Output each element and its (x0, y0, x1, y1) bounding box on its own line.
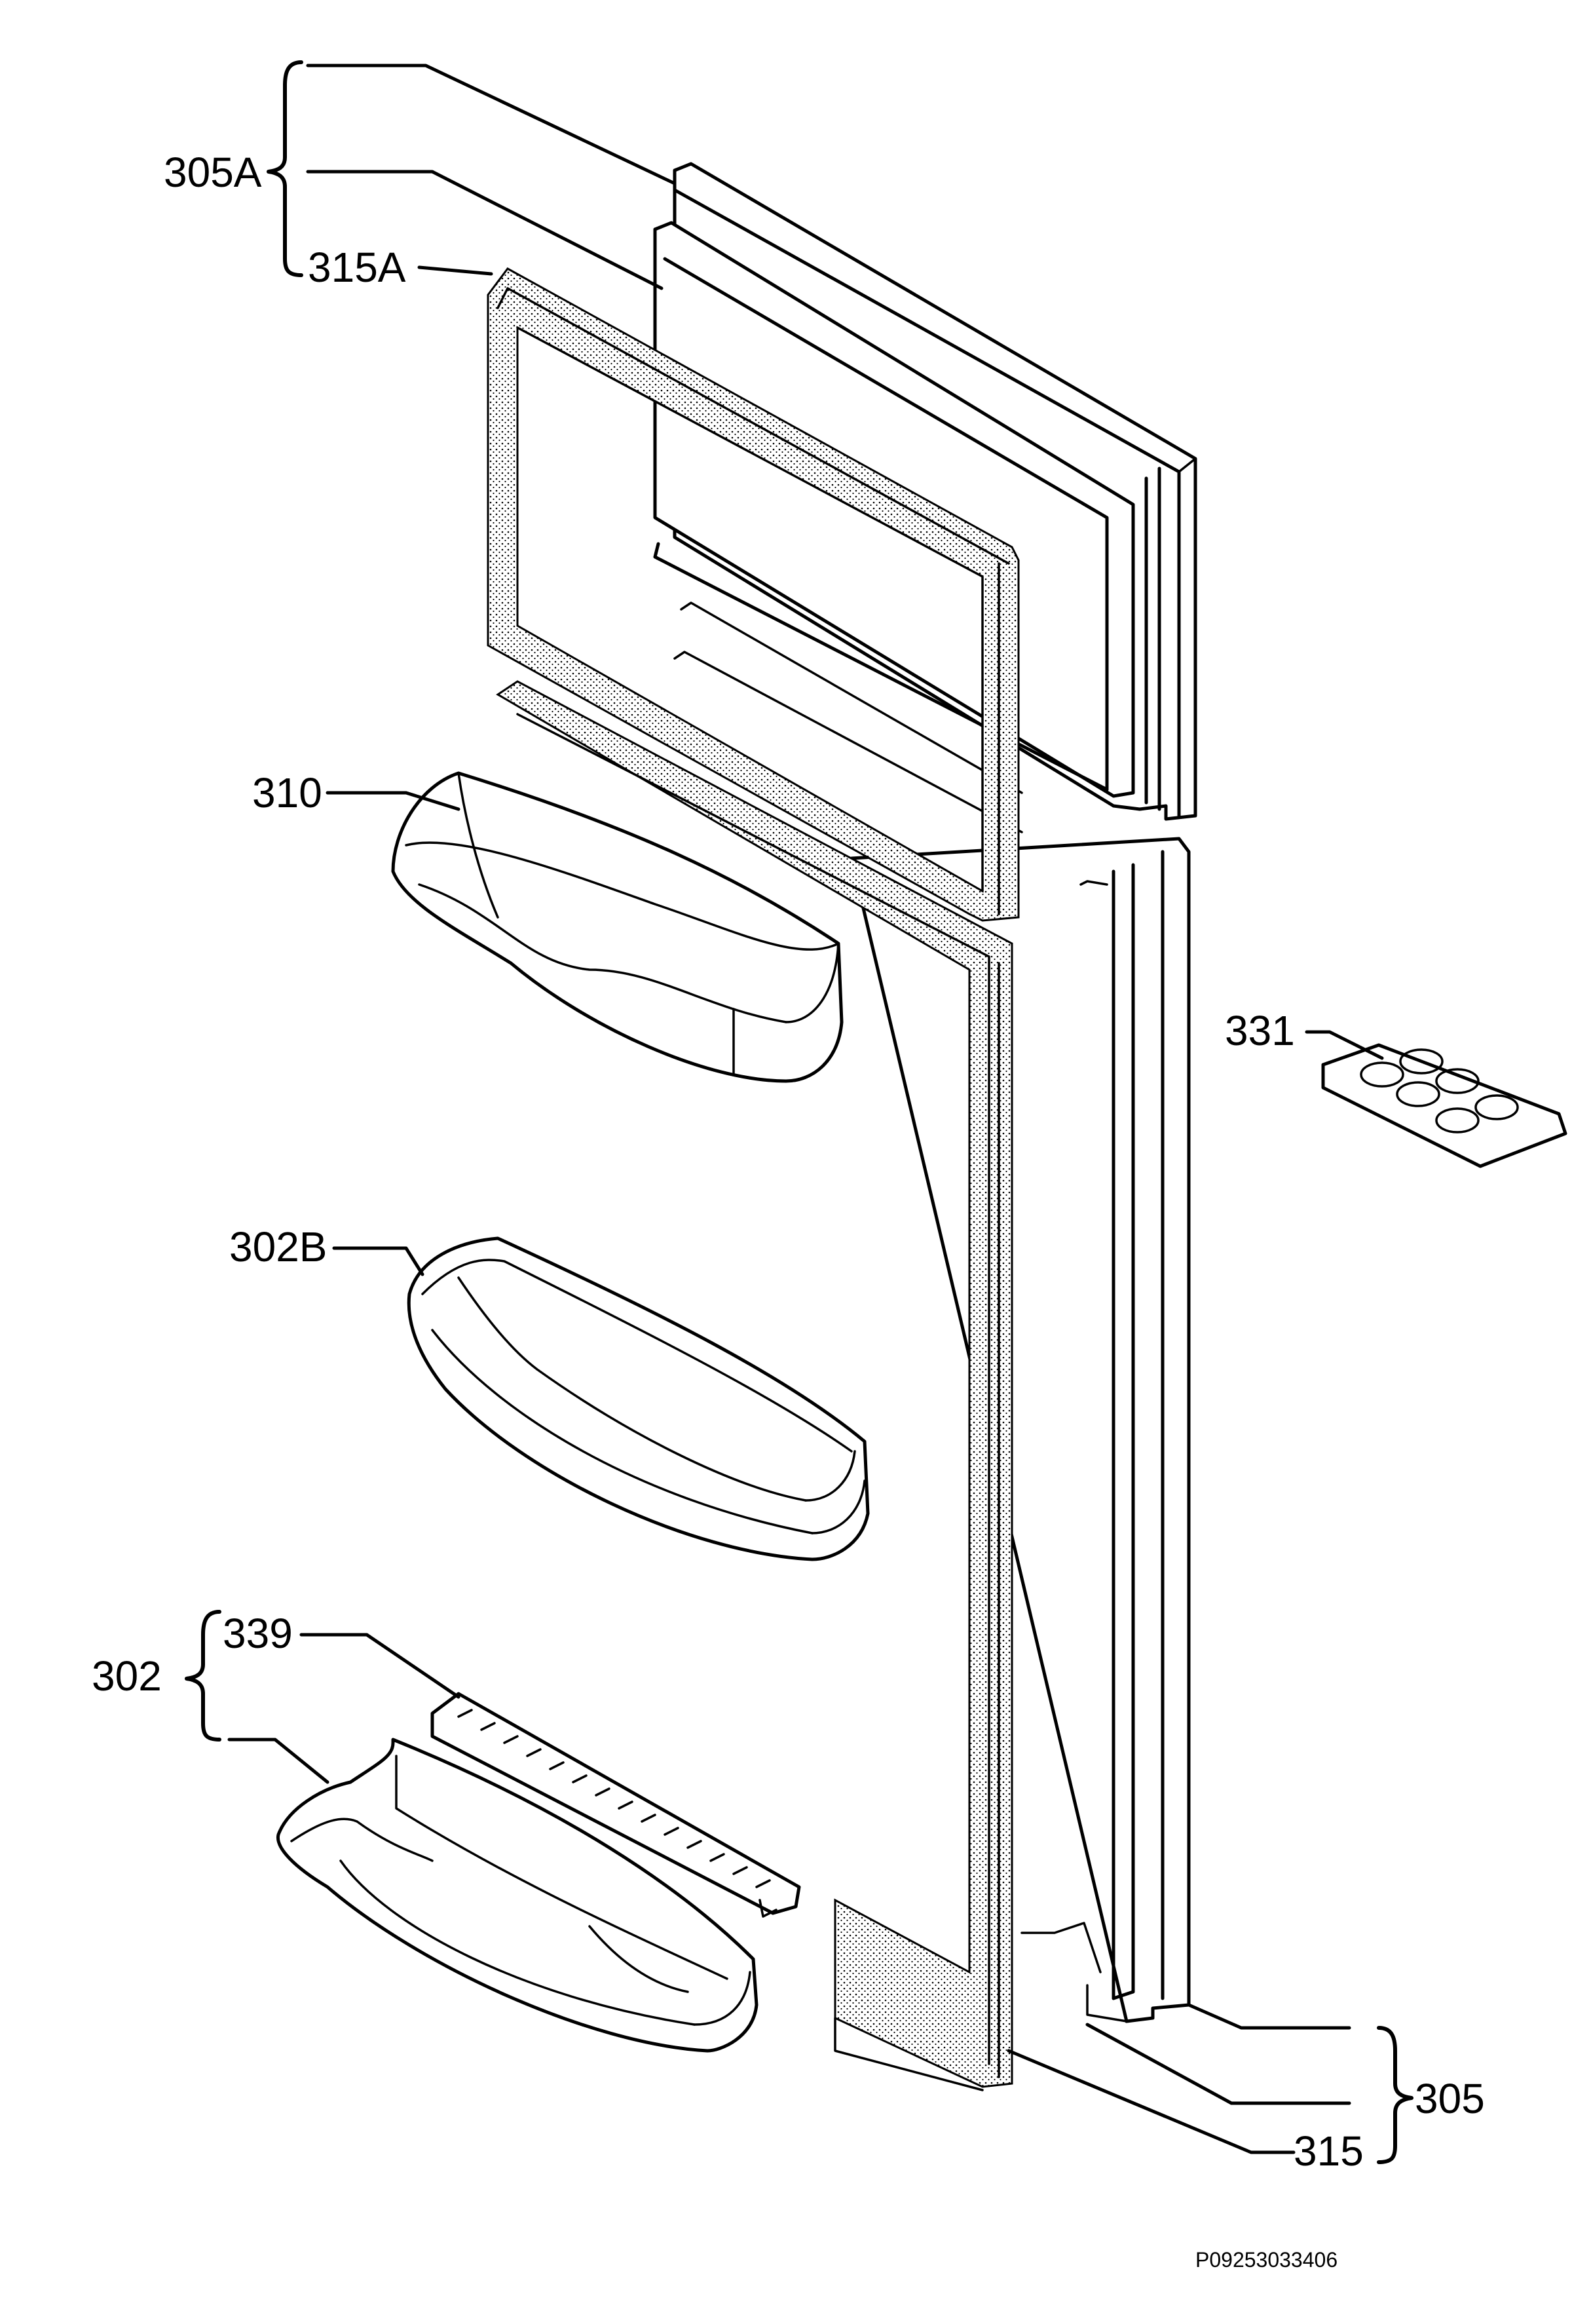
label-331: 331 (1225, 1007, 1295, 1054)
label-315a: 315A (308, 244, 406, 291)
lower-door-outer-panel (850, 837, 1191, 2023)
upper-door-gasket (487, 267, 1020, 922)
label-302b: 302B (229, 1223, 327, 1270)
leader-lines (185, 60, 1413, 2164)
door-shelf-302b (407, 1236, 870, 1561)
drawing-code: P09253033406 (1195, 2248, 1338, 2272)
bottle-retainer-339 (430, 1692, 801, 1918)
door-shelf-302 (276, 1738, 758, 2053)
lower-door-gasket (496, 680, 1013, 2091)
dairy-compartment-310 (391, 771, 844, 1083)
label-302: 302 (92, 1652, 162, 1700)
label-339: 339 (223, 1610, 293, 1657)
label-305: 305 (1415, 2075, 1485, 2122)
label-310: 310 (252, 769, 322, 816)
label-305a: 305A (164, 149, 262, 196)
label-315: 315 (1294, 2127, 1364, 2175)
egg-tray-331 (1321, 1043, 1567, 1168)
